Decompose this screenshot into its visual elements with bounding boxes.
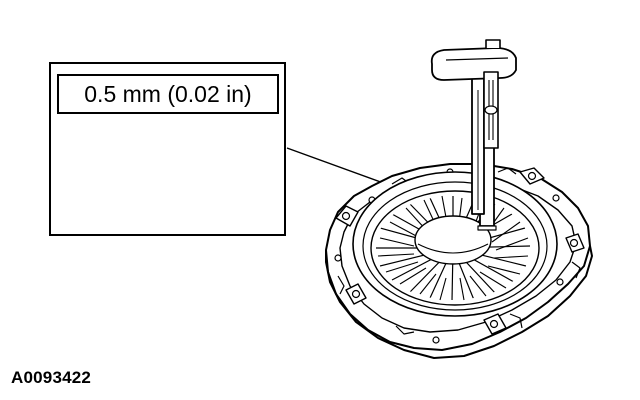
- finger-tip-ring: [417, 243, 489, 254]
- mounting-tab: [483, 313, 507, 335]
- rivet: [432, 336, 440, 344]
- rivet: [556, 278, 564, 286]
- diaphragm-center: [414, 215, 492, 265]
- mounting-tab: [345, 283, 367, 305]
- mounting-tab: [565, 233, 585, 253]
- vernier-caliper: [430, 39, 517, 231]
- rivet: [552, 194, 560, 202]
- mounting-tab: [335, 205, 359, 227]
- spec-label-text: 0.5 mm (0.02 in): [84, 80, 252, 107]
- figure-id-label: A0093422: [11, 368, 92, 387]
- spec-label-box: 0.5 mm (0.02 in): [57, 74, 279, 114]
- rivet: [334, 254, 342, 262]
- mounting-tab: [519, 167, 545, 185]
